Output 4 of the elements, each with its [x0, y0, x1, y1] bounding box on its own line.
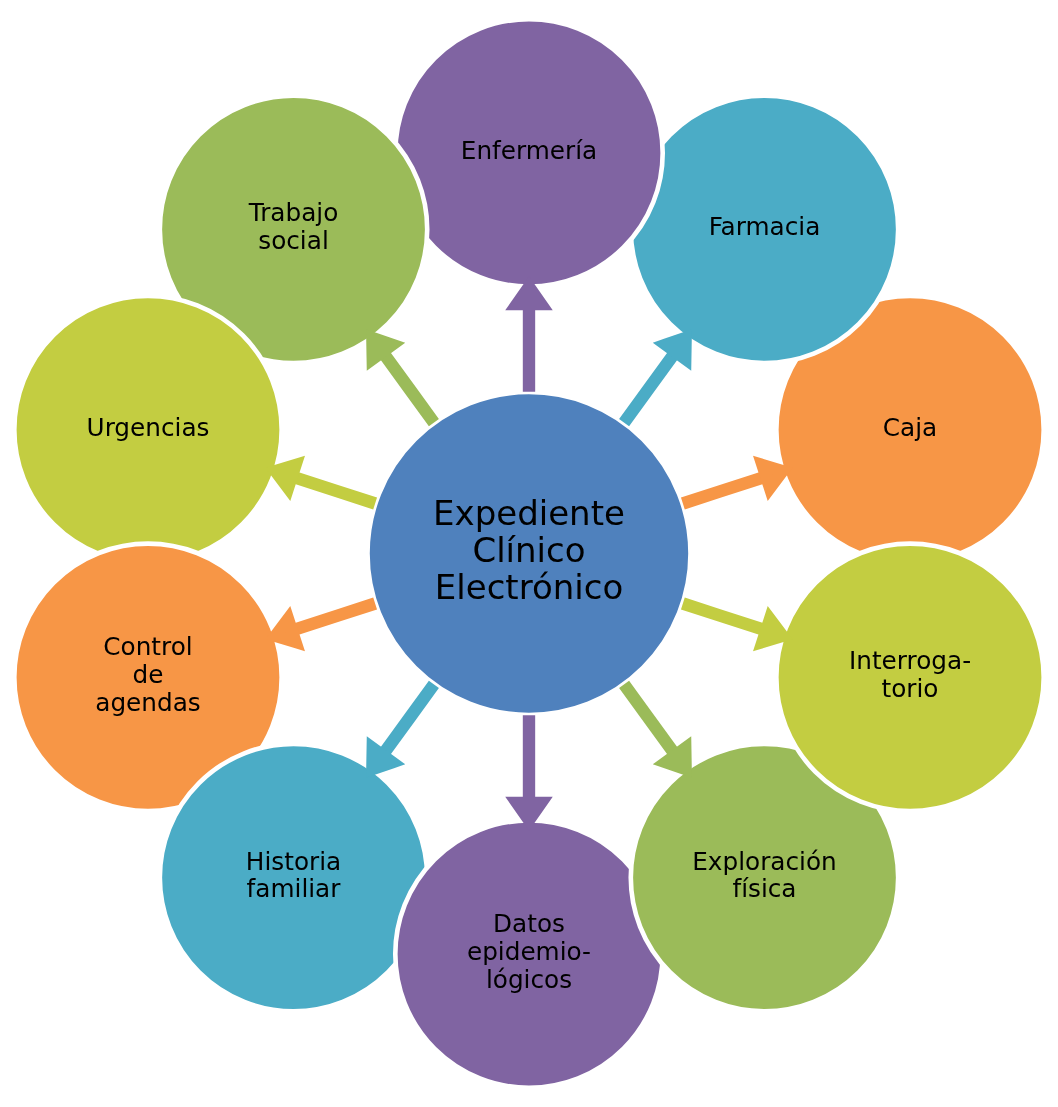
arrow: [619, 680, 692, 778]
arrow: [366, 680, 439, 778]
arrow: [366, 329, 439, 427]
arrow: [619, 329, 692, 427]
